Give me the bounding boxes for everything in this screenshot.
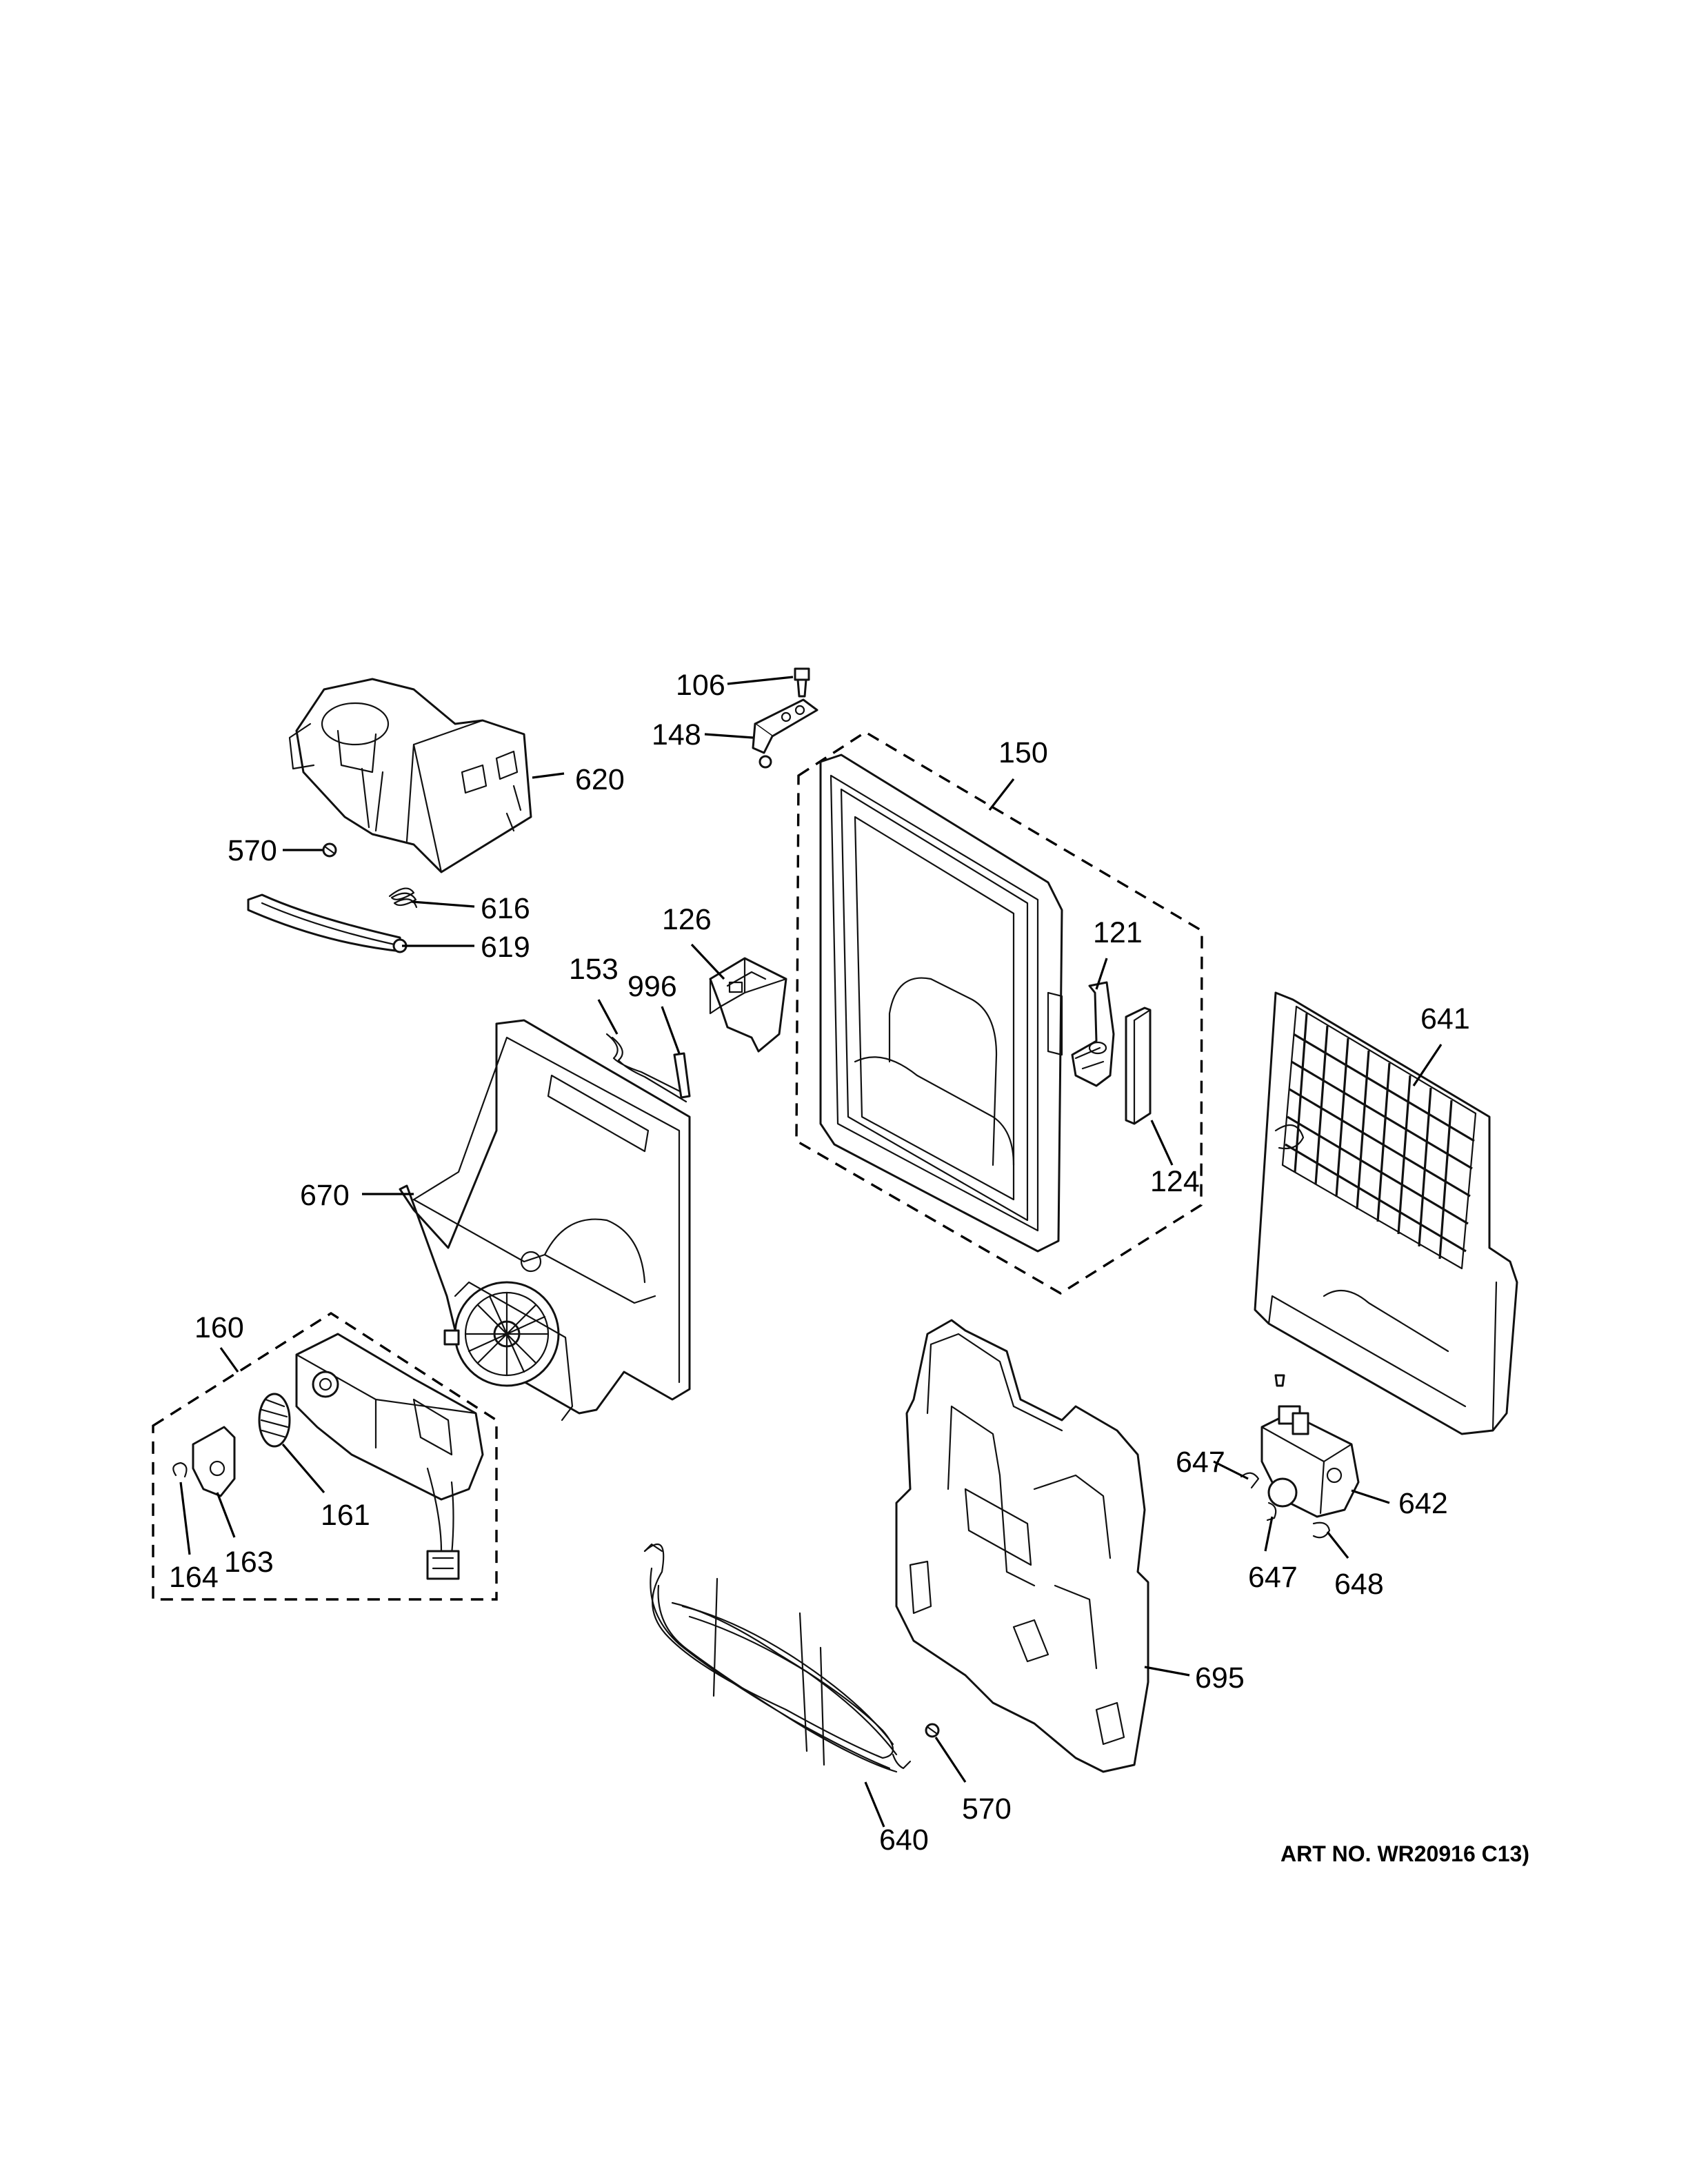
callout-647-lower: 647	[1248, 1561, 1298, 1594]
part-996-pin[interactable]	[673, 1052, 691, 1099]
callout-121: 121	[1093, 916, 1143, 949]
callout-106: 106	[676, 669, 725, 702]
callout-160: 160	[194, 1311, 244, 1344]
part-642-water-valve[interactable]	[1260, 1374, 1360, 1518]
part-620-auger-motor[interactable]	[288, 678, 532, 873]
callout-150: 150	[998, 736, 1048, 769]
callout-labels: 106 148 150 620 570 616 619 126 153 996 …	[169, 669, 1470, 1857]
part-124-strip[interactable]	[1125, 1007, 1152, 1125]
callout-619: 619	[481, 931, 530, 964]
part-153-rod[interactable]	[605, 1033, 691, 1103]
callout-670: 670	[300, 1179, 350, 1212]
part-106-screw[interactable]	[794, 667, 810, 698]
part-163-cam[interactable]	[192, 1426, 236, 1497]
callout-695: 695	[1195, 1661, 1245, 1695]
part-616-spring[interactable]	[388, 887, 418, 909]
part-148-bracket[interactable]	[752, 698, 818, 769]
part-670-ice-bucket[interactable]	[399, 1019, 691, 1422]
callout-620: 620	[575, 763, 625, 796]
part-570-screw-upper[interactable]	[322, 842, 337, 858]
part-619-blade[interactable]	[247, 893, 408, 953]
part-648-clip[interactable]	[1312, 1521, 1331, 1539]
art-number: ART NO. WR20916 C13)	[1280, 1841, 1529, 1866]
callout-153: 153	[569, 953, 619, 986]
part-150-door[interactable]	[819, 754, 1063, 1253]
group-150-door-assembly	[795, 731, 1203, 1295]
callout-641: 641	[1420, 1002, 1470, 1035]
part-647-clip-lower[interactable]	[1266, 1502, 1277, 1521]
callout-647-upper: 647	[1176, 1446, 1225, 1479]
callout-642: 642	[1398, 1487, 1448, 1520]
callout-996: 996	[627, 970, 677, 1003]
panel-grid-lines	[1285, 1013, 1475, 1260]
part-126-cover[interactable]	[709, 957, 787, 1053]
group-160-motor-assembly	[152, 1311, 498, 1601]
part-640-water-tubing[interactable]	[643, 1543, 912, 1773]
part-161-spring[interactable]	[258, 1393, 291, 1448]
callout-161: 161	[321, 1499, 370, 1532]
part-647-clip-upper[interactable]	[1240, 1472, 1260, 1489]
callout-616: 616	[481, 892, 530, 925]
callout-648: 648	[1334, 1568, 1384, 1601]
callout-163: 163	[224, 1546, 274, 1579]
callout-164: 164	[169, 1561, 219, 1594]
callout-640: 640	[879, 1823, 929, 1857]
part-570-screw-lower[interactable]	[925, 1723, 940, 1738]
part-160-motor[interactable]	[295, 1333, 484, 1580]
part-641-grid-panel[interactable]	[1254, 991, 1518, 1435]
callout-126: 126	[662, 903, 712, 936]
callout-148: 148	[652, 718, 701, 751]
part-121-latch[interactable]	[1071, 981, 1115, 1087]
part-164-clip[interactable]	[172, 1462, 188, 1478]
callout-124: 124	[1150, 1165, 1200, 1198]
callout-570-lower: 570	[962, 1792, 1012, 1826]
leader-lines	[179, 676, 1443, 1828]
part-695-duct-panel[interactable]	[895, 1319, 1149, 1773]
callout-570-upper: 570	[228, 834, 277, 867]
